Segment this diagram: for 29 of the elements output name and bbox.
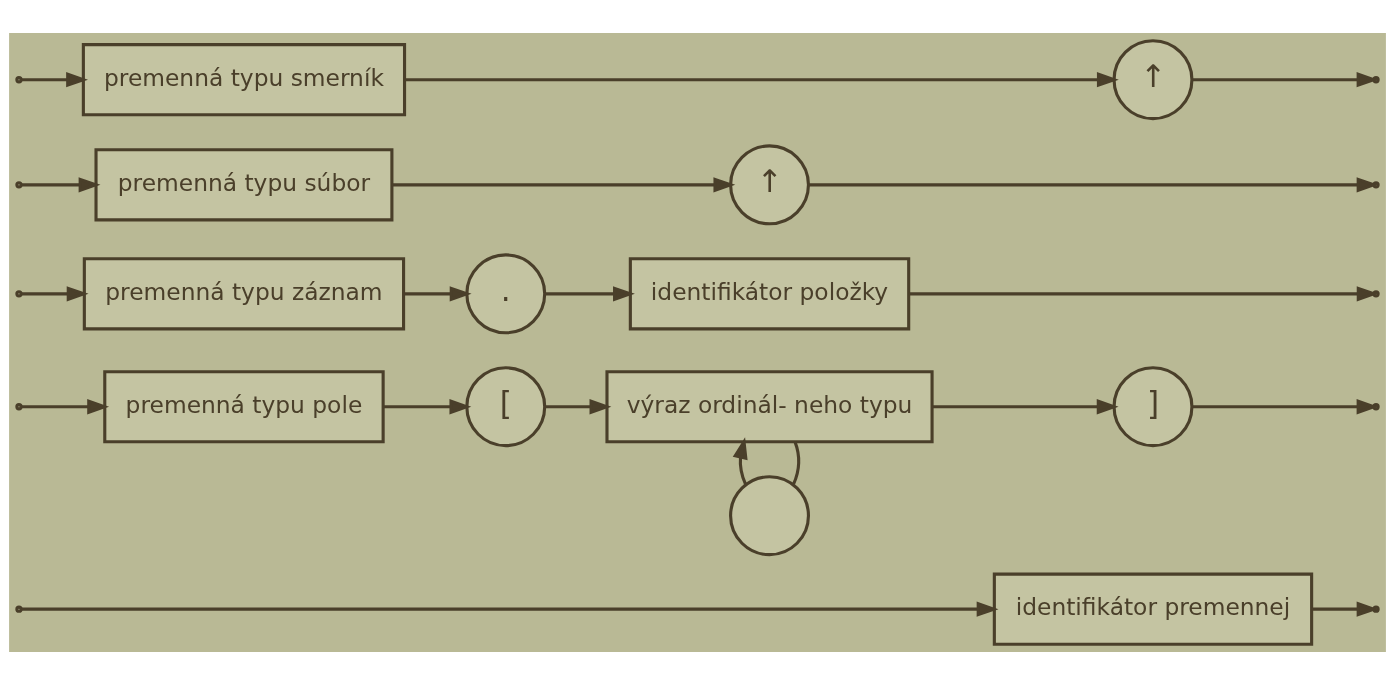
connector xyxy=(792,440,801,485)
node-box: identifikátor položky xyxy=(628,256,911,330)
arrow xyxy=(21,601,999,617)
arrow xyxy=(391,176,736,192)
node-box: premenná typu smerník xyxy=(81,42,407,116)
node-box: identifikátor premennej xyxy=(992,572,1314,646)
arrow xyxy=(1192,71,1379,87)
arrow xyxy=(383,398,472,414)
node-circle: . xyxy=(465,252,547,334)
arrow xyxy=(21,398,110,414)
node-box: premenná typu súbor xyxy=(94,147,394,221)
arrow xyxy=(21,71,88,87)
node-circle xyxy=(729,474,810,556)
node-circle: ] xyxy=(1112,365,1194,447)
node-circle: [ xyxy=(465,365,547,447)
arrow xyxy=(21,176,101,192)
arrow xyxy=(21,285,89,301)
node-circle: ↑ xyxy=(1112,38,1194,120)
node-circle: ↑ xyxy=(729,143,810,225)
arrow xyxy=(932,398,1119,414)
node-box: premenná typu záznam xyxy=(82,256,406,330)
arrow xyxy=(404,285,472,301)
arrow xyxy=(544,398,612,414)
node-box: výraz ordinál- neho typu xyxy=(605,369,934,443)
arrow xyxy=(732,436,748,485)
arrow xyxy=(1192,398,1379,414)
node-box: premenná typu pole xyxy=(103,369,385,443)
arrow xyxy=(404,71,1119,87)
arrow xyxy=(544,285,635,301)
